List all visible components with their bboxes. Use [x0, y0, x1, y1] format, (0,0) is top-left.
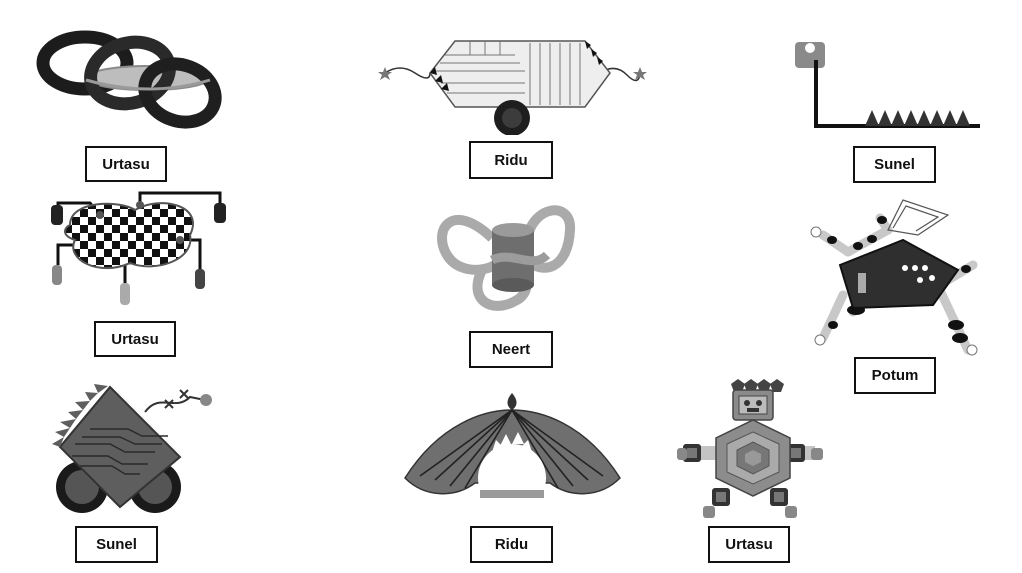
label-sunel-1: Sunel	[853, 146, 936, 183]
label-urtasu-2: Urtasu	[94, 321, 176, 357]
label-urtasu-1: Urtasu	[85, 146, 167, 182]
label-sunel-2: Sunel	[75, 526, 158, 563]
figure-striped-dome	[404, 393, 621, 512]
label-neert: Neert	[469, 331, 553, 368]
figure-hexagon-robot	[677, 379, 823, 518]
label-urtasu-3: Urtasu	[708, 526, 790, 563]
label-ridu-2: Ridu	[470, 526, 553, 563]
label-potum: Potum	[854, 357, 936, 394]
figure-spiked-diamond-on-wheels	[52, 384, 212, 513]
figure-checkered-blob-with-legs	[51, 191, 226, 305]
label-ridu-1: Ridu	[469, 141, 553, 179]
figure-striped-hexagon-with-wheel	[378, 40, 647, 135]
figure-interlinked-rings	[36, 30, 222, 129]
figure-l-shaped-rod-with-spikes	[795, 42, 980, 128]
figure-cylinder-with-loops	[437, 205, 575, 311]
figure-pentagon-creature-with-legs	[810, 199, 978, 356]
